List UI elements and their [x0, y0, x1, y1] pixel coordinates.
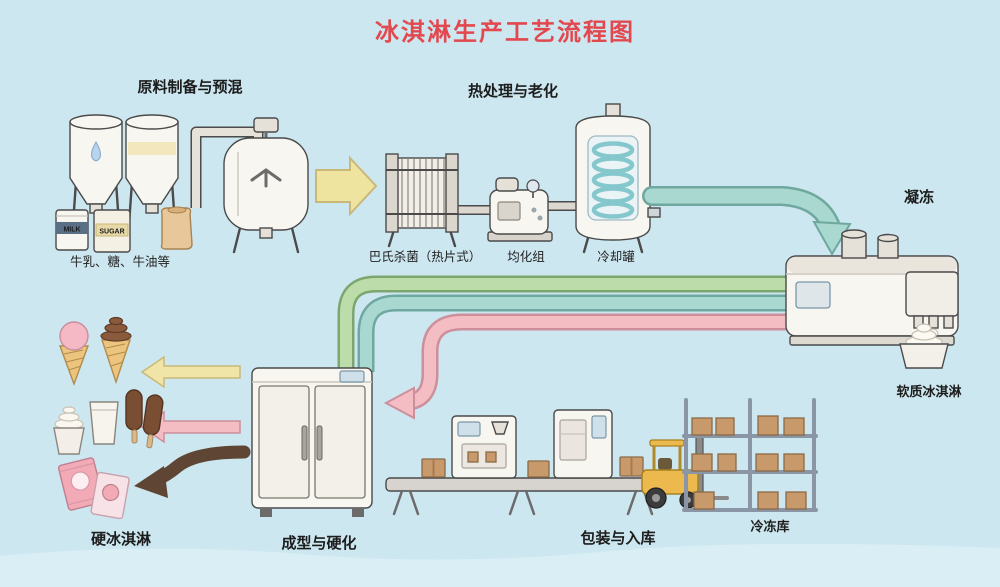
freezer-return-pipe-pink-arrow — [383, 313, 800, 420]
section-label-soft-ice-cream: 软质冰淇淋 — [896, 384, 961, 399]
equipment-label-pasteurizer: 巴氏杀菌（热片式） — [369, 249, 482, 264]
milk-bag-label: MILK — [63, 227, 80, 234]
plate-pasteurizer-icon — [385, 153, 459, 248]
section-label-cold-storage: 冷冻库 — [750, 519, 789, 534]
section-label-hard-ice-cream: 硬冰淇淋 — [91, 530, 151, 548]
page-title: 冰淇淋生产工艺流程图 — [375, 18, 635, 46]
ice-cream-cup-icon — [89, 401, 119, 445]
section-label-heat-aging: 热处理与老化 — [468, 82, 558, 100]
homogenizer-icon — [487, 177, 553, 242]
mixing-tank-icon — [223, 117, 309, 254]
packaging-machine-icon — [451, 415, 517, 479]
ice-cream-cone-icon — [58, 321, 90, 387]
sealing-machine-icon — [553, 409, 613, 479]
cooling-tank-icon — [575, 103, 661, 254]
storage-rack-icon — [682, 398, 818, 512]
soft-serve-machine-icon — [785, 229, 959, 346]
cabinet-to-cones-arrow — [140, 355, 241, 389]
butter-sack-icon — [160, 206, 193, 250]
hardening-cabinet-icon — [251, 367, 373, 517]
sugar-bag-label: SUGAR — [99, 229, 124, 236]
popsicle-icon — [142, 394, 164, 449]
milk-bag-icon: MILK — [55, 209, 89, 251]
equipment-label-cooling-tank: 冷却罐 — [597, 250, 635, 264]
wrapped-bar-icon — [57, 457, 105, 511]
section-label-freezing: 凝冻 — [904, 188, 934, 206]
milk-silo-icon — [69, 114, 123, 226]
sugar-silo-icon — [125, 114, 179, 226]
cabinet-to-packages-arrow — [134, 445, 251, 498]
premix-to-heat-arrow — [315, 155, 378, 217]
soft-serve-bowl-icon — [899, 323, 949, 369]
section-label-premix: 原料制备与预混 — [137, 78, 242, 96]
wrapped-bar-icon — [90, 471, 130, 520]
heat-to-freezing-arrow — [642, 186, 852, 256]
equipment-label-homogenizer: 均化组 — [507, 250, 545, 264]
section-label-packaging: 包装与入库 — [580, 529, 655, 547]
sugar-bag-icon: SUGAR — [93, 209, 131, 253]
equipment-label-ingredients: 牛乳、糖、牛油等 — [70, 254, 170, 269]
background-wave — [0, 543, 1000, 587]
freezer-return-pipe-teal — [357, 294, 800, 372]
chocolate-swirl-cone-icon — [100, 316, 132, 385]
section-label-forming-hardening: 成型与硬化 — [281, 534, 356, 552]
freezer-return-pipe-green — [337, 275, 800, 372]
carton-on-belt-icon — [421, 456, 644, 478]
popsicle-icon — [125, 389, 143, 444]
soft-swirl-cup-icon — [53, 406, 85, 455]
